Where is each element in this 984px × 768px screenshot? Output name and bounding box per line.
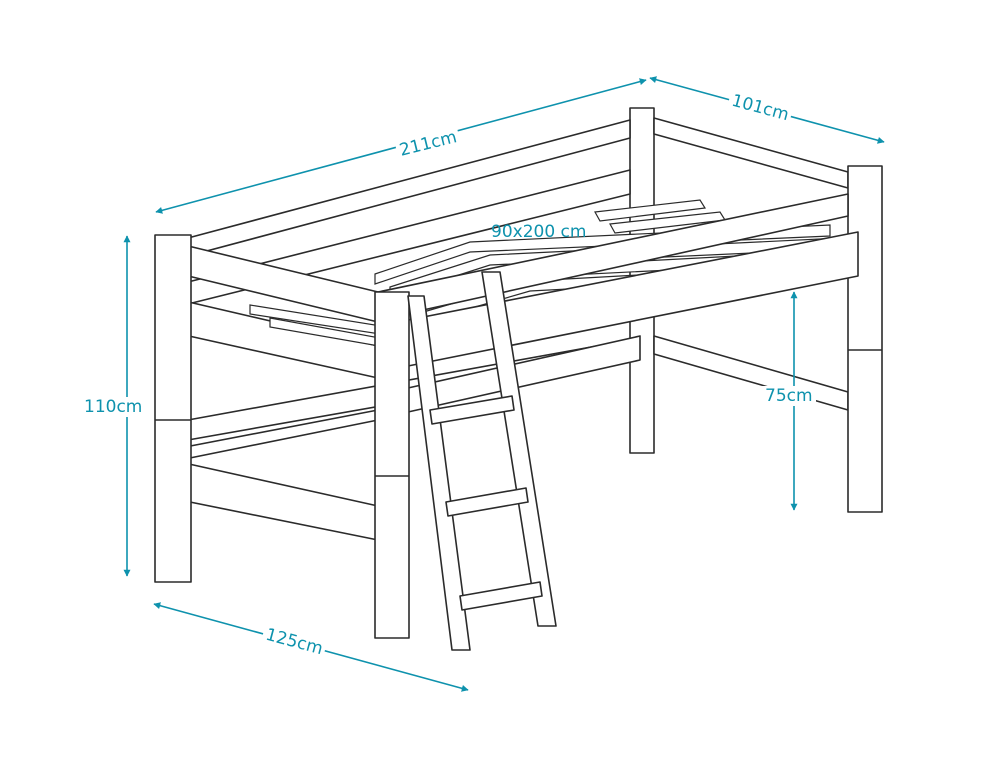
front-left-post	[154, 234, 192, 583]
front-right-post	[374, 291, 410, 639]
left-end-lower-rail	[179, 461, 379, 541]
bed-frame-front	[154, 193, 859, 651]
ladder-step-2	[445, 487, 529, 517]
back-right-post	[847, 165, 883, 513]
right-end-lower-rail	[653, 335, 849, 411]
clearance-label: 75cm	[762, 386, 816, 406]
mattress-size-label: 90x200 cm	[491, 222, 587, 242]
height-label: 110cm	[82, 397, 145, 417]
ladder-right-rail	[481, 271, 557, 627]
ladder-step-1	[429, 395, 515, 425]
right-end-top-rail	[653, 117, 849, 189]
ladder-step-3	[459, 581, 543, 611]
ladder-left-rail	[407, 295, 471, 651]
